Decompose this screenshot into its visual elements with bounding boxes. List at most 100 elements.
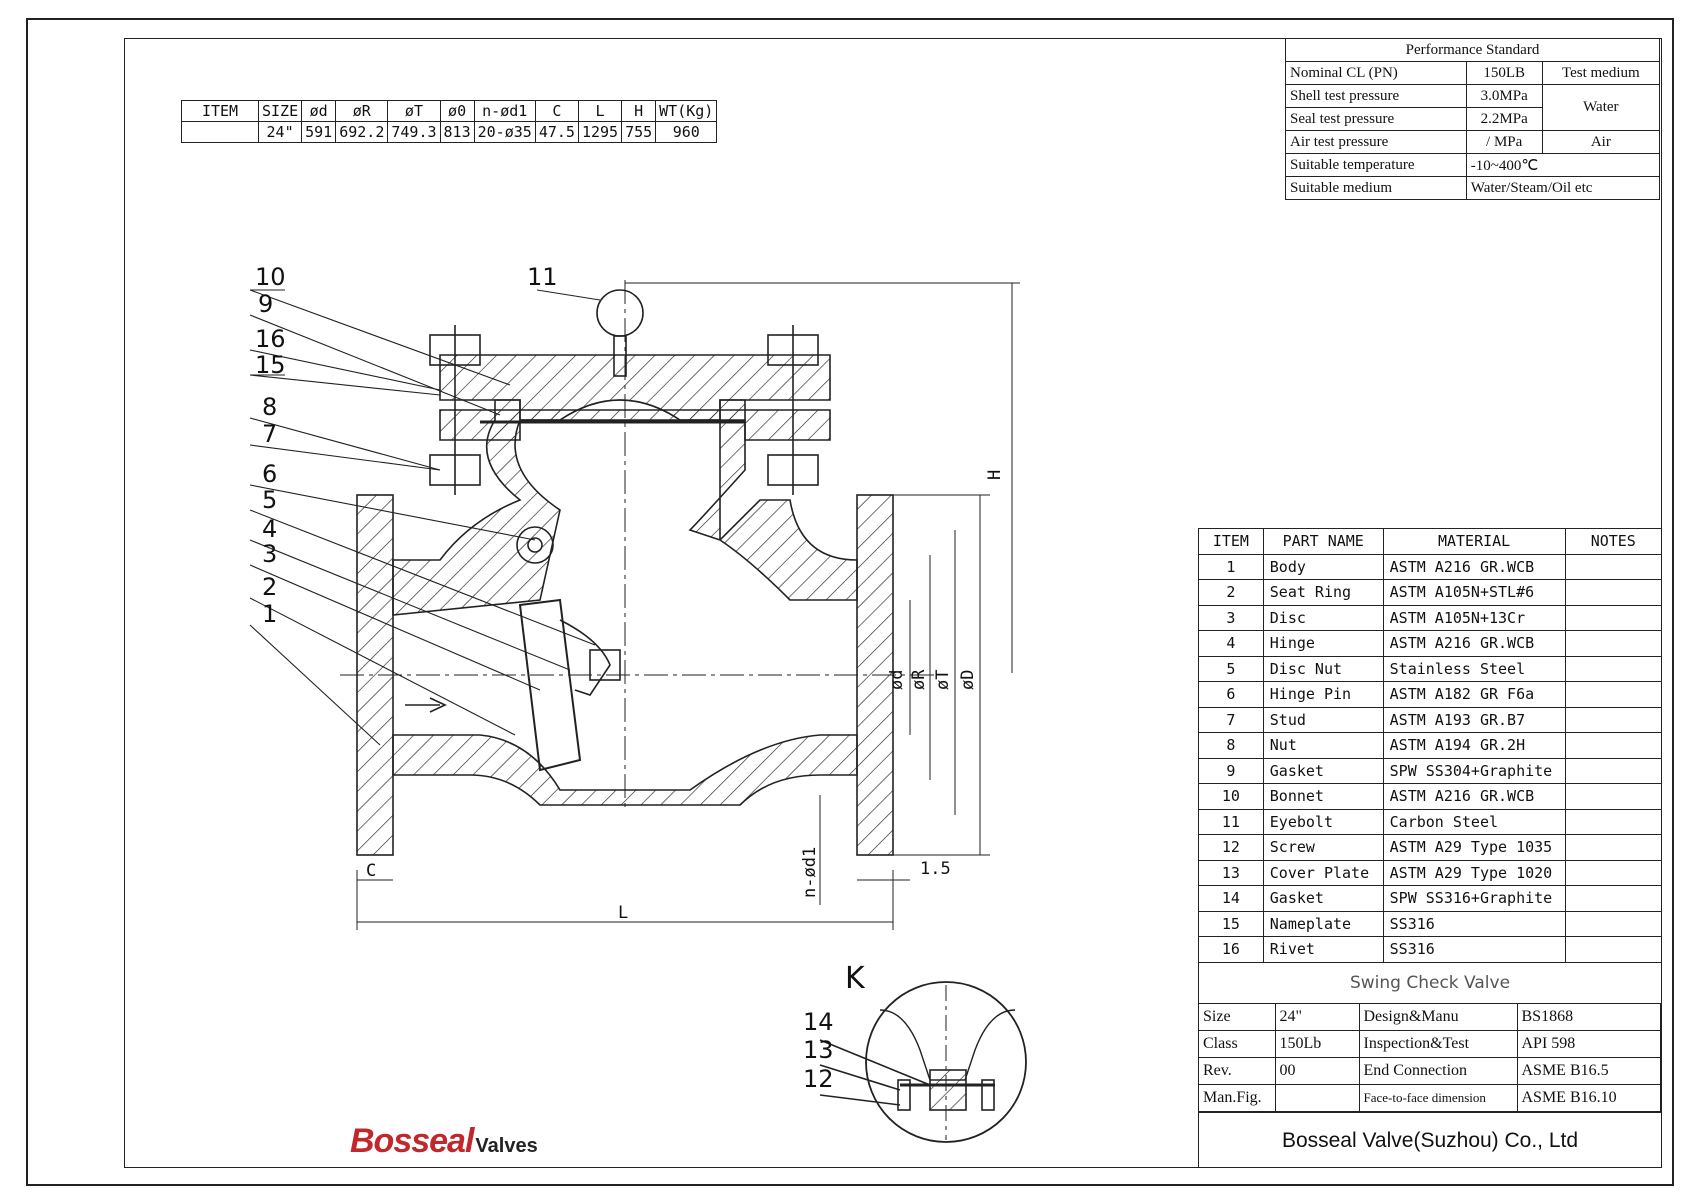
drawing-outer-frame bbox=[26, 18, 1674, 1186]
dimension-labels: L C 1.5 H ød øR øT øD n-ød1 bbox=[366, 470, 1005, 923]
dim-value-cell: 749.3 bbox=[387, 121, 441, 143]
parts-cell: Cover Plate bbox=[1262, 859, 1384, 886]
parts-cell bbox=[1564, 630, 1663, 657]
parts-cell bbox=[1564, 553, 1663, 580]
disc bbox=[518, 598, 582, 772]
dim-label-L: L bbox=[618, 903, 628, 923]
parts-cell: Disc Nut bbox=[1262, 655, 1384, 682]
title-block-cell: ASME B16.10 bbox=[1517, 1084, 1661, 1112]
parts-cell bbox=[1564, 604, 1663, 631]
parts-cell bbox=[1564, 859, 1663, 886]
flow-arrow bbox=[405, 697, 447, 713]
title-block-cell: API 598 bbox=[1517, 1030, 1661, 1058]
parts-header-cell: MATERIAL bbox=[1382, 528, 1566, 555]
parts-cell: 15 bbox=[1198, 910, 1264, 937]
body-wall-upper-right bbox=[688, 399, 858, 601]
dim-label-nd1: n-ød1 bbox=[800, 847, 820, 898]
parts-cell: 4 bbox=[1198, 630, 1264, 657]
hinge-pin bbox=[516, 526, 554, 564]
parts-cell: 10 bbox=[1198, 783, 1264, 810]
parts-cell bbox=[1564, 655, 1663, 682]
callout: 9 bbox=[258, 290, 273, 318]
detail-label: K bbox=[845, 961, 866, 996]
perf-value: -10~400℃ bbox=[1465, 153, 1661, 177]
callout: 6 bbox=[262, 460, 277, 488]
parts-header-cell: PART NAME bbox=[1262, 528, 1384, 555]
dim-label-D: øD bbox=[958, 670, 978, 690]
body-wall-upper-left bbox=[392, 399, 561, 616]
parts-cell: ASTM A105N+STL#6 bbox=[1382, 579, 1566, 606]
parts-cell: ASTM A216 GR.WCB bbox=[1382, 553, 1566, 580]
detail-callout: 13 bbox=[803, 1036, 834, 1064]
parts-cell: 11 bbox=[1198, 808, 1264, 835]
parts-cell: Bonnet bbox=[1262, 783, 1384, 810]
perf-value: Water/Steam/Oil etc bbox=[1465, 176, 1661, 200]
perf-medium: Air bbox=[1541, 130, 1661, 154]
callout: 5 bbox=[262, 486, 277, 514]
perf-medium: Water bbox=[1541, 84, 1661, 131]
parts-cell: ASTM A216 GR.WCB bbox=[1382, 630, 1566, 657]
dim-header-cell: øT bbox=[387, 100, 441, 122]
callout: 2 bbox=[262, 573, 277, 601]
callout: 4 bbox=[262, 515, 277, 543]
dim-label-T: øT bbox=[933, 670, 953, 690]
dim-header-cell: WT(Kg) bbox=[655, 100, 718, 122]
callout-labels: 10 9 16 15 8 7 6 5 4 3 2 1 11 14 13 12 K bbox=[255, 263, 866, 1093]
title-block-cell: Man.Fig. bbox=[1199, 1084, 1276, 1112]
parts-cell: ASTM A29 Type 1035 bbox=[1382, 834, 1566, 861]
dim-value-cell: 755 bbox=[621, 121, 657, 143]
callout: 7 bbox=[262, 420, 277, 448]
title-block-cell: Inspection&Test bbox=[1359, 1030, 1518, 1058]
parts-cell: ASTM A182 GR F6a bbox=[1382, 681, 1566, 708]
parts-cell: ASTM A29 Type 1020 bbox=[1382, 859, 1566, 886]
hinge-pin-core bbox=[527, 537, 543, 553]
parts-cell bbox=[1564, 732, 1663, 759]
parts-cell: 9 bbox=[1198, 757, 1264, 784]
logo-suffix: Valves bbox=[475, 1135, 538, 1157]
parts-cell: SS316 bbox=[1382, 936, 1566, 963]
eyebolt-shank bbox=[613, 335, 627, 377]
parts-cell: 16 bbox=[1198, 936, 1264, 963]
callout: 3 bbox=[262, 540, 277, 568]
leader-lines bbox=[249, 289, 601, 746]
title-block-cell: 150Lb bbox=[1275, 1030, 1360, 1058]
dim-label-R: øR bbox=[909, 669, 929, 690]
parts-cell bbox=[1564, 579, 1663, 606]
detail-k-circle bbox=[865, 981, 1027, 1143]
parts-cell: 12 bbox=[1198, 834, 1264, 861]
callout: 1 bbox=[262, 600, 277, 628]
eyebolt-ring bbox=[596, 289, 644, 337]
parts-cell: 3 bbox=[1198, 604, 1264, 631]
dim-value-cell: 960 bbox=[655, 121, 718, 143]
callout: 11 bbox=[527, 263, 558, 291]
dim-value-cell: 692.2 bbox=[335, 121, 389, 143]
parts-cell: Hinge bbox=[1262, 630, 1384, 657]
dim-label-H: H bbox=[985, 470, 1005, 480]
hinge-arm bbox=[559, 619, 611, 696]
dim-label-t: 1.5 bbox=[920, 859, 951, 879]
parts-cell: Screw bbox=[1262, 834, 1384, 861]
parts-cell: ASTM A193 GR.B7 bbox=[1382, 706, 1566, 733]
title-block-cell: Class bbox=[1199, 1030, 1276, 1058]
dim-header-cell: n-ød1 bbox=[473, 100, 536, 122]
parts-cell bbox=[1564, 936, 1663, 963]
body-top-flange bbox=[439, 409, 831, 441]
parts-cell bbox=[1564, 808, 1663, 835]
title-block-cell bbox=[1275, 1084, 1360, 1112]
dim-header-cell: SIZE bbox=[257, 100, 303, 122]
